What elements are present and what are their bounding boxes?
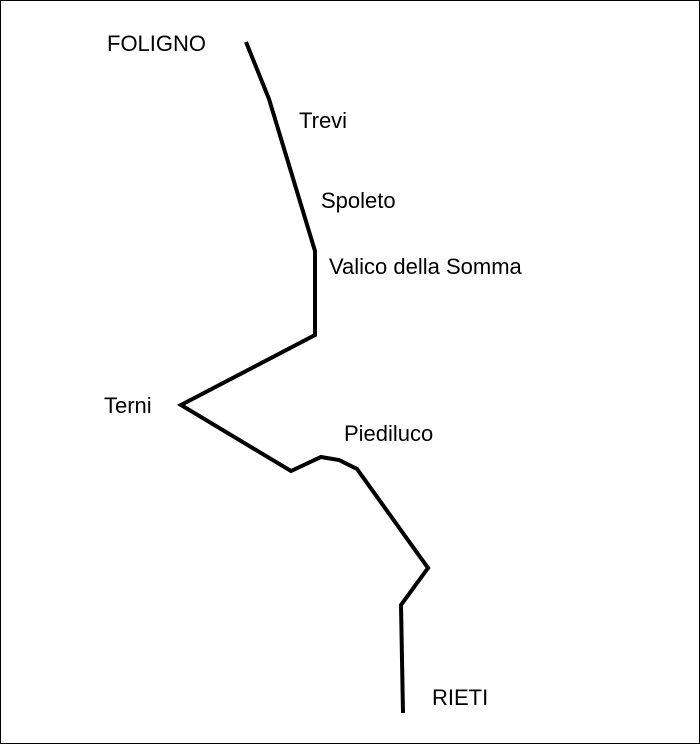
place-label-piediluco: Piediluco — [344, 421, 434, 446]
place-label-rieti: RIETI — [432, 685, 489, 710]
place-label-trevi: Trevi — [299, 108, 348, 133]
place-label-spoleto: Spoleto — [321, 188, 396, 213]
place-label-valico-della-somma: Valico della Somma — [329, 254, 522, 279]
route-line — [176, 41, 431, 714]
place-label-foligno: FOLIGNO — [107, 31, 207, 56]
place-label-terni: Terni — [104, 393, 152, 418]
